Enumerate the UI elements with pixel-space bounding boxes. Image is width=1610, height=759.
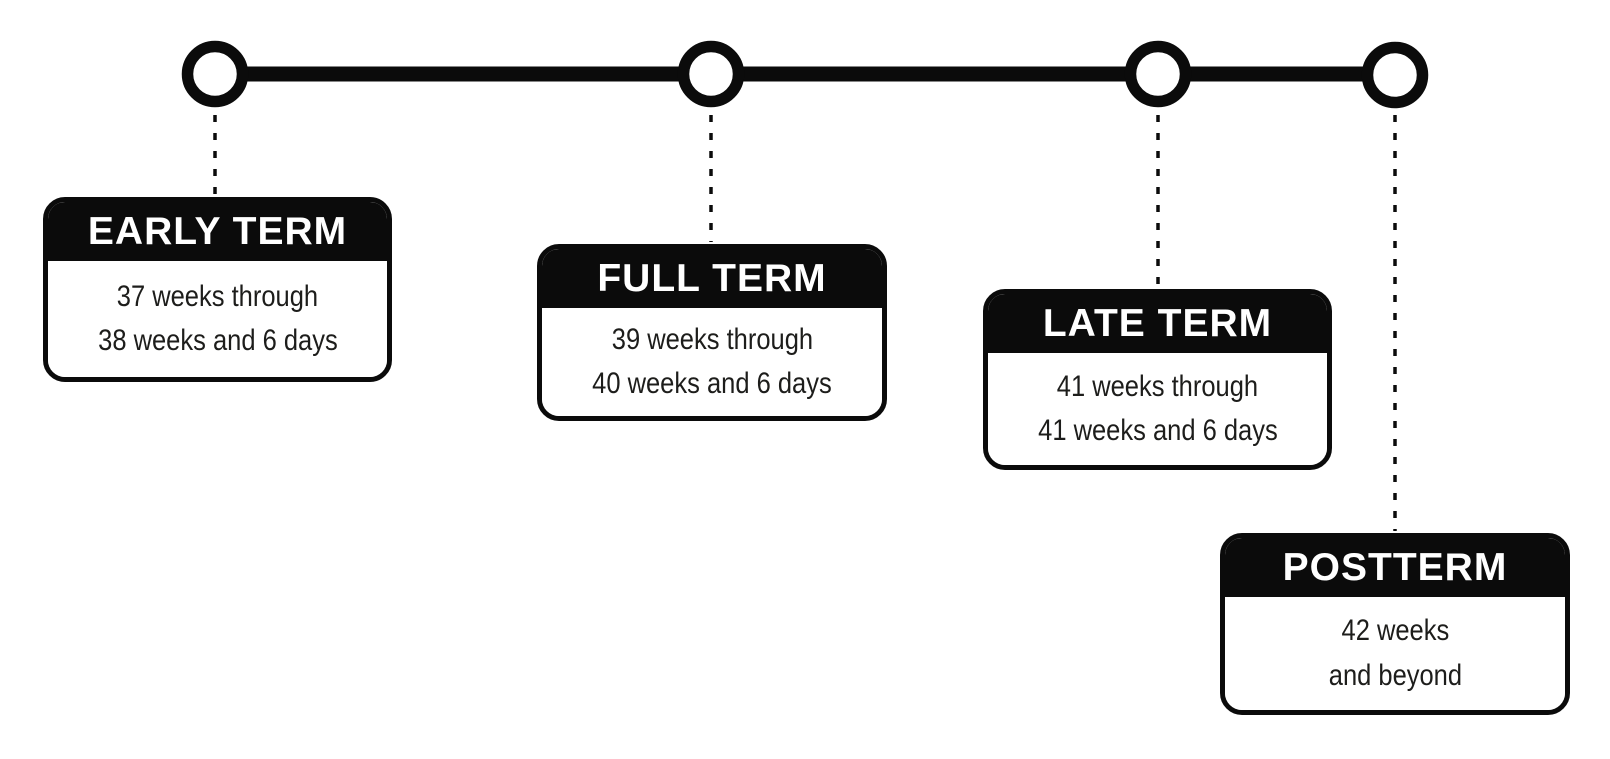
milestone-range-line-1: 39 weeks through [611,322,813,356]
milestone-card-header: EARLY TERM [48,202,387,261]
milestone-card-body: 41 weeks through 41 weeks and 6 days [988,353,1327,465]
milestone-title: LATE TERM [1042,301,1273,345]
milestone-card-header: POSTTERM [1225,538,1565,597]
milestone-title: EARLY TERM [87,209,348,253]
milestone-card-early-term: EARLY TERM 37 weeks through 38 weeks and… [43,197,392,382]
milestone-card-body: 37 weeks through 38 weeks and 6 days [48,261,387,377]
milestone-card-header: FULL TERM [542,249,882,308]
timeline-node-early-term [181,40,249,108]
milestone-card-full-term: FULL TERM 39 weeks through 40 weeks and … [537,244,887,421]
milestone-range-line-2: 38 weeks and 6 days [97,324,338,357]
milestone-card-body: 42 weeks and beyond [1225,597,1565,710]
milestone-card-postterm: POSTTERM 42 weeks and beyond [1220,533,1570,715]
milestone-card-body: 39 weeks through 40 weeks and 6 days [542,308,882,416]
milestone-title: POSTTERM [1282,545,1508,589]
milestone-range-line-1: 37 weeks through [116,279,319,313]
milestone-range-line-2: 41 weeks and 6 days [1037,414,1278,447]
milestone-range-line-2: 40 weeks and 6 days [592,367,832,400]
milestone-range-line-1: 42 weeks [1341,614,1449,648]
timeline-node-late-term [1124,40,1192,108]
timeline-node-full-term [677,40,745,108]
milestone-range-line-1: 41 weeks through [1056,369,1259,403]
milestone-range-line-2: and beyond [1328,658,1462,692]
milestone-card-late-term: LATE TERM 41 weeks through 41 weeks and … [983,289,1332,470]
timeline-node-postterm [1361,41,1429,109]
milestone-title: FULL TERM [597,256,827,300]
milestone-card-header: LATE TERM [988,294,1327,353]
